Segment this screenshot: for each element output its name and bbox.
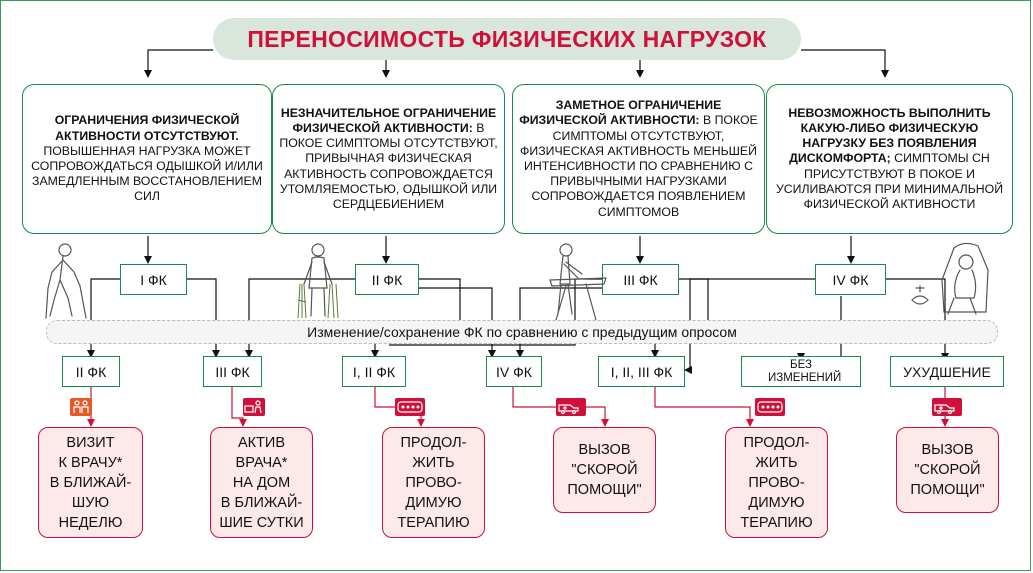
class-card-3: ЗАМЕТНОЕ ОГРАНИЧЕНИЕ ФИЗИЧЕСКОЙ АКТИВНОС… — [512, 84, 765, 234]
class-4-bold: НЕВОЗМОЖНОСТЬ ВЫПОЛНИТЬ КАКУЮ-ЛИБО ФИЗИЧ… — [788, 105, 991, 166]
change-band: Изменение/сохранение ФК по сравнению с п… — [46, 320, 998, 344]
outcome-box-5: I, II, III ФК — [598, 356, 685, 387]
class-1-text: ПОВЫШЕННАЯ НАГРУЗКА МОЖЕТ СОПРОВОЖДАТЬСЯ… — [31, 143, 263, 204]
class-3-bold: ЗАМЕТНОЕ ОГРАНИЧЕНИЕ ФИЗИЧЕСКОЙ АКТИВНОС… — [519, 98, 722, 128]
class-card-1: ОГРАНИЧЕНИЯ ФИЗИЧЕСКОЙ АКТИВНОСТИ ОТСУТС… — [22, 84, 272, 234]
class-1-bold: ОГРАНИЧЕНИЯ ФИЗИЧЕСКОЙ АКТИВНОСТИ ОТСУТС… — [54, 113, 240, 143]
fk-box-2: II ФК — [355, 264, 419, 295]
class-card-4: НЕВОЗМОЖНОСТЬ ВЫПОЛНИТЬ КАКУЮ-ЛИБО ФИЗИЧ… — [766, 84, 1013, 234]
page-title: ПЕРЕНОСИМОСТЬ ФИЗИЧЕСКИХ НАГРУЗОК — [213, 18, 801, 60]
outcome-box-2: III ФК — [203, 356, 262, 387]
home-visit-icon — [243, 398, 265, 416]
action-box-5: ПРОДОЛ- ЖИТЬ ПРОВО- ДИМУЮ ТЕРАПИЮ — [725, 427, 828, 538]
outcome-box-7: УХУДШЕНИЕ — [890, 356, 1004, 387]
doctor-visit-icon — [70, 398, 92, 416]
outcome-box-6: БЕЗ ИЗМЕНЕНИЙ — [741, 356, 861, 387]
outcome-box-4: IV ФК — [486, 356, 542, 387]
ambulance-icon-1 — [556, 398, 586, 416]
action-box-3: ПРОДОЛ- ЖИТЬ ПРОВО- ДИМУЮ ТЕРАПИЮ — [382, 427, 485, 538]
outcome-box-3: I, II ФК — [342, 356, 406, 387]
outcome-box-6-label: БЕЗ ИЗМЕНЕНИЙ — [768, 358, 842, 384]
sitting-woman-figure — [911, 242, 989, 315]
outcome-box-1: II ФК — [62, 356, 120, 387]
class-4-text: СИМПТОМЫ СН ПРИСУТСТВУЮТ В ПОКОЕ И УСИЛИ… — [775, 151, 1004, 211]
fk-box-4: IV ФК — [815, 264, 886, 295]
class-card-2: НЕЗНАЧИТЕЛЬНОЕ ОГРАНИЧЕНИЕ ФИЗИЧЕСКОЙ АК… — [272, 84, 505, 234]
pills-icon-1 — [395, 398, 425, 416]
ambulance-icon-2 — [932, 398, 962, 416]
action-box-6: ВЫЗОВ "СКОРОЙ ПОМОЩИ" — [896, 427, 999, 513]
action-box-1: ВИЗИТ К ВРАЧУ* В БЛИЖАЙ- ШУЮ НЕДЕЛЮ — [38, 427, 143, 538]
action-box-4: ВЫЗОВ "СКОРОЙ ПОМОЩИ" — [553, 427, 656, 513]
fk-box-3: III ФК — [602, 264, 679, 295]
fk-box-1: I ФК — [120, 264, 187, 295]
class-2-text: В ПОКОЕ СИМПТОМЫ ОТСУТСТВУЮТ, ПРИВЫЧНАЯ … — [279, 120, 498, 211]
class-3-text: В ПОКОЕ СИМПТОМЫ ОТСУТСТВУЮТ, ФИЗИЧЕСКАЯ… — [520, 113, 758, 219]
ironing-woman-figure — [549, 243, 607, 321]
action-box-2: АКТИВ ВРАЧА* НА ДОМ В БЛИЖАЙ- ШИЕ СУТКИ — [210, 427, 313, 538]
pills-icon-2 — [755, 398, 785, 416]
woman-with-bags-figure — [297, 243, 339, 319]
class-2-bold: НЕЗНАЧИТЕЛЬНОЕ ОГРАНИЧЕНИЕ ФИЗИЧЕСКОЙ АК… — [280, 105, 497, 135]
walking-man-figure — [45, 243, 87, 319]
